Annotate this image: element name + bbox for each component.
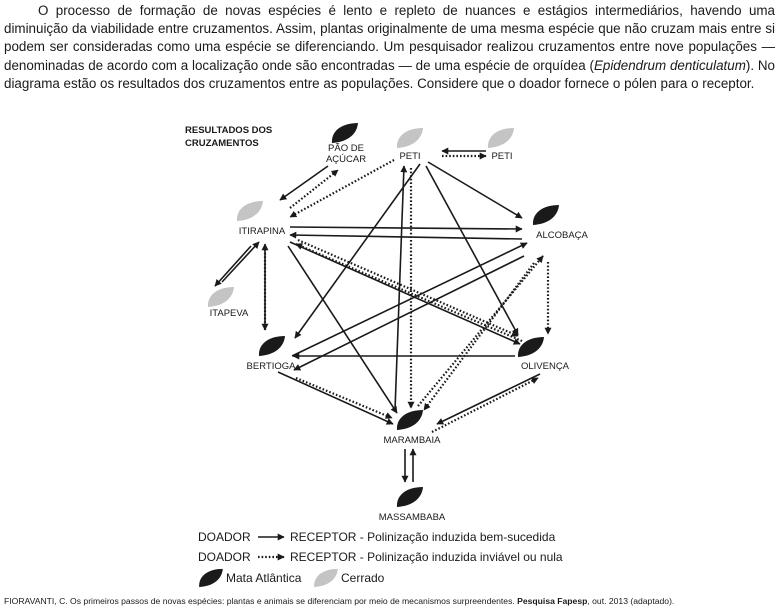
arrow-alcobaca-to-bertioga <box>293 255 525 371</box>
arrow-peti-to-bertioga <box>294 163 421 339</box>
arrow-marambaia-to-alcobaca <box>417 255 544 407</box>
label-bertioga: BERTIOGA <box>247 361 297 372</box>
legend-donor-2: DOADOR <box>198 550 251 564</box>
failed-pollination-arrows <box>261 152 552 433</box>
source-tail: , out. 2013 (adaptado). <box>587 596 675 606</box>
arrow-olivenca-to-marambaia <box>436 373 541 425</box>
successful-pollination-arrows <box>214 147 541 483</box>
legend-success: RECEPTOR - Polinização induzida bem-suce… <box>290 530 556 544</box>
source-journal: Pesquisa Fapesp <box>517 596 588 606</box>
label-peti-a: PETI <box>399 151 420 162</box>
arrow-pao-to-itirapina <box>279 165 329 201</box>
intro-text-2: ). No diagrama estão os resultados dos c… <box>4 57 775 91</box>
arrow-itapeva-to-itirapina <box>221 241 260 283</box>
legend-failure: RECEPTOR - Polinização induzida inviável… <box>290 550 563 564</box>
arrow-bertioga-to-alcobaca <box>291 242 528 357</box>
legend-mata-leaf-icon <box>199 568 223 588</box>
arrow-itirapina-to-marambaia <box>287 245 398 414</box>
leaf-itirapina-icon <box>236 201 263 221</box>
legend-cerrado: Cerrado <box>341 571 385 585</box>
arrow-itirapina-to-olivenca-dotted <box>297 238 519 338</box>
intro-paragraph: O processo de formação de novas espécies… <box>4 2 775 93</box>
arrow-marambaia-to-olivenca <box>431 377 539 433</box>
arrow-olivenca-to-itirapina <box>295 242 523 343</box>
legend-mata: Mata Atlântica <box>226 571 302 585</box>
arrow-peti-to-alcobaca <box>427 161 523 219</box>
source-citation: FIORAVANTI, C. Os primeiros passos de no… <box>4 596 778 606</box>
label-itapeva: ITAPEVA <box>210 308 249 319</box>
legend-donor-1: DOADOR <box>198 530 251 544</box>
label-pao-de-acucar-1: PÃO DE <box>328 143 364 154</box>
leaf-peti-a-icon <box>396 128 423 148</box>
intro-text-1: O processo de formação de novas espécies… <box>4 3 775 73</box>
label-peti-b: PETI <box>491 151 512 162</box>
arrow-itirapina-to-alcobaca <box>289 225 523 233</box>
label-marambaia: MARAMBAIA <box>383 435 441 446</box>
label-pao-de-acucar-2: AÇÚCAR <box>326 154 366 165</box>
label-massambaba: MASSAMBABA <box>379 512 446 523</box>
arrow-peti-to-itirapina <box>289 159 395 218</box>
species-name: Epidendrum denticulatum <box>593 57 746 73</box>
arrow-bertioga-to-marambaia <box>277 371 394 425</box>
diagram-title-line1: RESULTADOS DOS <box>185 125 272 136</box>
leaf-massambaba-icon <box>396 487 423 507</box>
arrow-bertioga-to-marambaia-dotted <box>295 376 393 420</box>
arrow-itirapina-to-itapeva <box>214 245 252 287</box>
leaf-peti-b-icon <box>487 128 514 148</box>
label-alcobaca: ALCOBAÇA <box>536 230 588 241</box>
diagram-title-line2: CRUZAMENTOS <box>185 138 259 149</box>
leaf-pao-de-acucar-icon <box>331 123 358 143</box>
arrow-itirapina-to-pao <box>289 169 339 209</box>
source-text: FIORAVANTI, C. Os primeiros passos de no… <box>4 596 518 606</box>
arrow-itirapina-to-olivenca <box>289 241 521 345</box>
leaf-bertioga-icon <box>258 336 285 356</box>
arrow-alcobaca-to-itirapina <box>289 231 523 240</box>
legend-cerrado-leaf-icon <box>314 568 338 588</box>
label-olivenca: OLIVENÇA <box>521 361 570 372</box>
label-itirapina: ITIRAPINA <box>239 226 286 237</box>
leaf-alcobaca-icon <box>532 205 559 225</box>
leaf-itapeva-icon <box>207 287 234 307</box>
leaf-marambaia-icon <box>396 410 423 430</box>
arrow-peti-to-olivenca <box>425 165 519 336</box>
